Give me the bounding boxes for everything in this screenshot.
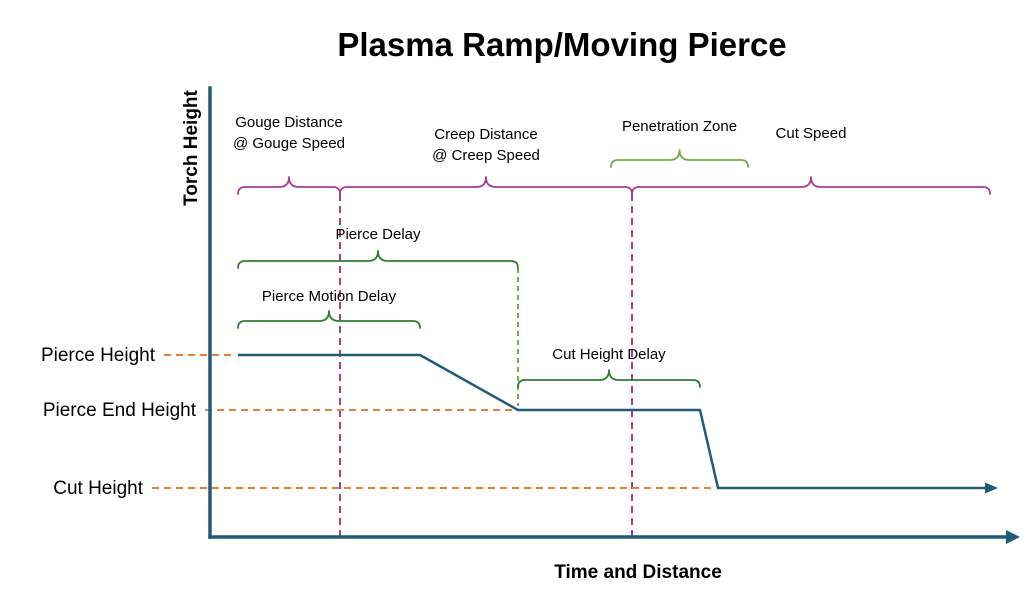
gouge-distance-label: Gouge Distance: [235, 114, 343, 131]
creep-distance-brace: [339, 176, 633, 195]
pierce-height-label: Pierce Height: [41, 345, 156, 366]
penetration-zone-label: Penetration Zone: [622, 118, 737, 135]
gouge-distance-brace: [237, 176, 341, 195]
cut-height-delay-brace: [517, 369, 701, 388]
cut-speed-brace: [631, 176, 991, 195]
pierce-delay-brace: [237, 250, 519, 269]
diagram-title: Plasma Ramp/Moving Pierce: [337, 26, 786, 63]
creep-distance-label: Creep Distance: [434, 126, 537, 143]
pierce-delay-label: Pierce Delay: [335, 226, 421, 243]
penetration-zone-brace: [610, 149, 749, 168]
cut-height-delay-label: Cut Height Delay: [552, 346, 666, 363]
cut-height-label: Cut Height: [53, 478, 143, 499]
torch-height-curve: [238, 353, 985, 490]
creep-distance-label: @ Creep Speed: [432, 147, 540, 164]
plot-layers: Gouge Distance @ Gouge Speed Creep Distanc…: [41, 86, 1020, 544]
gouge-distance-label: @ Gouge Speed: [233, 135, 345, 152]
x-axis-label: Time and Distance: [554, 562, 722, 583]
y-axis-label: Torch Height: [181, 89, 202, 205]
x-axis-arrowhead: [1006, 530, 1020, 544]
curve-arrowhead: [985, 482, 998, 494]
pierce-motion-delay-label: Pierce Motion Delay: [262, 288, 397, 305]
pierce-motion-delay-brace: [237, 310, 421, 329]
cut-speed-label: Cut Speed: [776, 125, 847, 142]
pierce-end-height-label: Pierce End Height: [43, 400, 197, 421]
